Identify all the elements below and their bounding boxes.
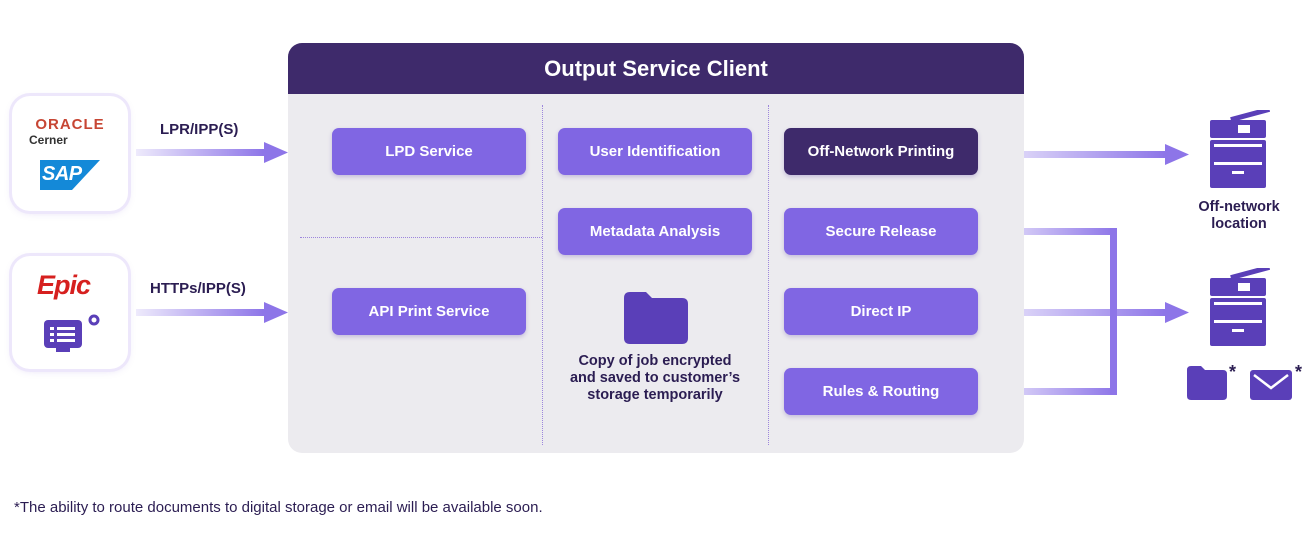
- sap-logo: SAP: [40, 160, 100, 190]
- storage-folder-icon: [1187, 366, 1227, 405]
- off-network-location-label: Off-network location: [1186, 199, 1292, 233]
- source-card-epic: Epic: [12, 256, 128, 369]
- secure-release-box: Secure Release: [784, 208, 978, 255]
- routing-connectors: [986, 228, 1189, 395]
- rules-routing-box: Rules & Routing: [784, 368, 978, 415]
- arrow-lpr: [136, 142, 288, 163]
- protocol-label-lpr: LPR/IPP(S): [160, 121, 239, 138]
- off-network-printing-box: Off-Network Printing: [784, 128, 978, 175]
- storage-note: Copy of job encrypted and saved to custo…: [555, 353, 755, 404]
- storage-note-line-1: Copy of job encrypted: [578, 353, 732, 369]
- email-icon: [1250, 370, 1292, 405]
- protocol-label-https: HTTPs/IPP(S): [150, 280, 246, 297]
- off-network-label-line-2: location: [1211, 216, 1267, 232]
- document-settings-icon: [44, 314, 102, 359]
- storage-note-line-2: and saved to customer’s: [569, 370, 741, 386]
- arrow-off-network: [986, 144, 1189, 165]
- api-print-service-box: API Print Service: [332, 288, 526, 335]
- cerner-logo: Cerner: [29, 133, 68, 147]
- user-identification-box: User Identification: [558, 128, 752, 175]
- panel-title: Output Service Client: [288, 43, 1024, 94]
- off-network-label-line-1: Off-network: [1198, 199, 1280, 215]
- arrow-https: [136, 302, 288, 323]
- email-asterisk: *: [1295, 362, 1303, 382]
- direct-ip-box: Direct IP: [784, 288, 978, 335]
- metadata-analysis-box: Metadata Analysis: [558, 208, 752, 255]
- column-divider-1: [542, 105, 543, 445]
- printer-icon-routed: [1206, 264, 1271, 353]
- storage-note-line-3: storage temporarily: [587, 387, 723, 403]
- epic-logo: Epic: [37, 270, 91, 300]
- folder-icon: [624, 292, 688, 349]
- row-divider: [300, 237, 542, 238]
- source-card-oracle-sap: ORACLE Cerner SAP: [12, 96, 128, 211]
- printer-icon-off-network: [1206, 106, 1271, 195]
- folder-asterisk: *: [1229, 362, 1237, 382]
- sap-logo-text: SAP: [42, 163, 82, 185]
- footnote: *The ability to route documents to digit…: [14, 499, 543, 516]
- lpd-service-box: LPD Service: [332, 128, 526, 175]
- oracle-logo: ORACLE: [35, 116, 105, 133]
- column-divider-2: [768, 105, 769, 445]
